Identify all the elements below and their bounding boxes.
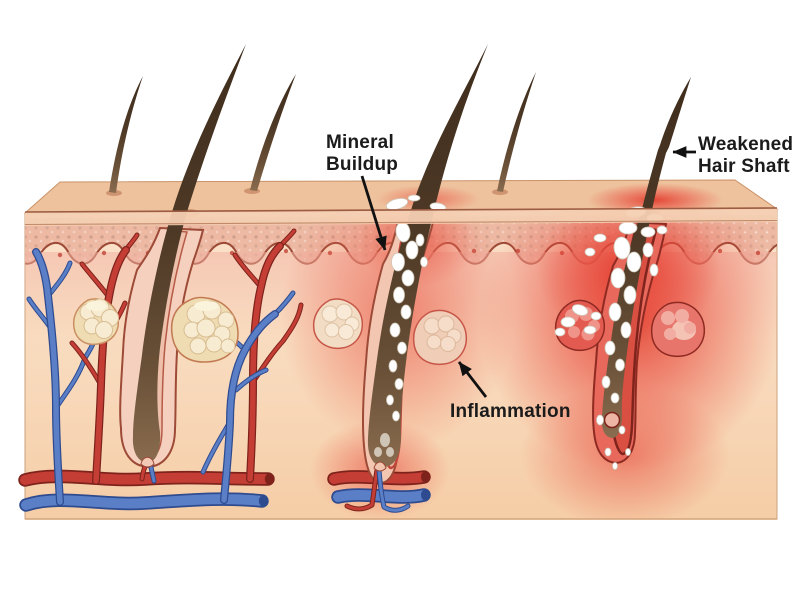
sebaceous-gland-right (170, 296, 239, 363)
hair-shaft-weakened (601, 77, 691, 438)
label-mineral-buildup-line2: Buildup (326, 154, 398, 175)
small-hair (497, 72, 536, 192)
hair-shaft-middle (367, 44, 488, 467)
annotations: Mineral Buildup Inflammation Weakened Ha… (326, 132, 793, 422)
small-hair (109, 76, 143, 193)
dermal-papilla (603, 411, 621, 429)
small-hair (250, 74, 296, 191)
mineral-deposits (554, 206, 668, 470)
surface-hairs (106, 72, 536, 196)
dermal-papilla (140, 456, 155, 468)
sebaceous-gland-right-inflamed (650, 301, 706, 358)
label-mineral-buildup-line1: Mineral (326, 132, 394, 153)
label-weakened-hair-shaft-line2: Hair Shaft (698, 156, 790, 177)
hair-follicle-mineral-buildup (312, 44, 488, 510)
label-weakened-hair-shaft-line1: Weakened (698, 134, 793, 155)
blood-vessels-bottom (25, 472, 429, 507)
sebaceous-gland-right-inflamed (412, 309, 468, 366)
hair-follicle-healthy (29, 44, 301, 502)
mineral-deposits (374, 194, 447, 457)
arrow-to-inflammation (457, 361, 488, 398)
arrow-to-mineral-buildup (360, 175, 387, 251)
hair-shaft-healthy (132, 44, 246, 463)
dermal-papilla (373, 461, 387, 472)
hair-follicle-inflamed (554, 77, 706, 470)
stratum-corneum (24, 207, 778, 520)
label-inflammation: Inflammation (450, 401, 571, 422)
sebaceous-gland-left (72, 298, 120, 346)
sebaceous-gland-left (312, 298, 364, 350)
